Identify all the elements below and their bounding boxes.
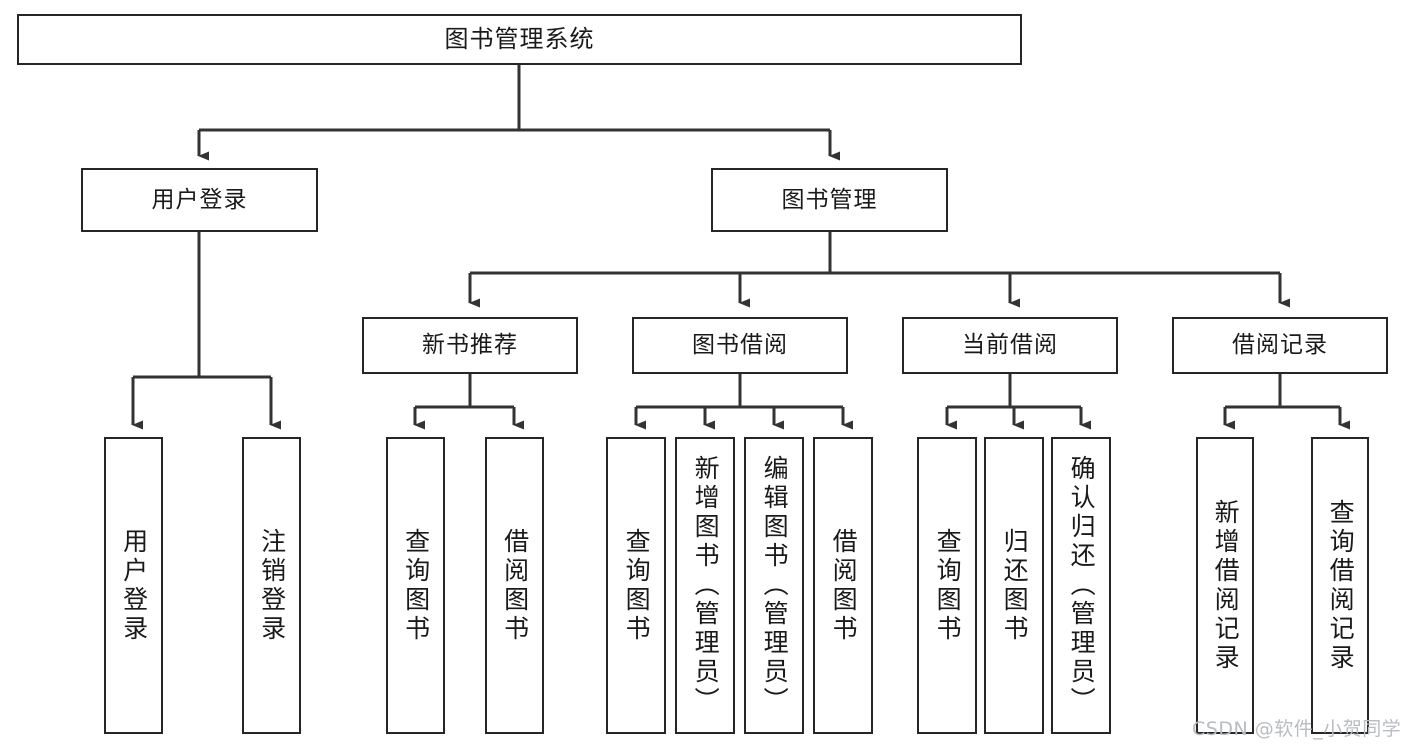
node-label: 新书推荐 bbox=[422, 332, 518, 359]
node-label: 新增借阅记录 bbox=[1211, 498, 1241, 673]
node-book-management[interactable]: 图书管理 bbox=[711, 168, 948, 232]
node-current-borrow[interactable]: 当前借阅 bbox=[902, 317, 1118, 374]
node-new-book-recommend[interactable]: 新书推荐 bbox=[362, 317, 578, 374]
node-label: 用户登录 bbox=[119, 527, 149, 644]
node-label: 图书借阅 bbox=[692, 332, 788, 359]
leaf-book-borrow-edit-book-admin[interactable]: 编辑图书（管理员） bbox=[744, 437, 804, 734]
node-label: 查询图书 bbox=[622, 527, 652, 644]
leaf-new-book-query-book[interactable]: 查询图书 bbox=[386, 437, 445, 734]
node-label: 查询图书 bbox=[401, 527, 431, 644]
leaf-current-borrow-return-book[interactable]: 归还图书 bbox=[984, 437, 1044, 734]
node-borrow-records[interactable]: 借阅记录 bbox=[1172, 317, 1388, 374]
node-label: 确认归还（管理员） bbox=[1067, 455, 1097, 716]
leaf-current-borrow-confirm-return-admin[interactable]: 确认归还（管理员） bbox=[1051, 437, 1111, 734]
node-label: 图书管理 bbox=[781, 186, 878, 213]
leaf-user-login-login[interactable]: 用户登录 bbox=[104, 437, 163, 734]
leaf-current-borrow-query-book[interactable]: 查询图书 bbox=[917, 437, 977, 734]
leaf-borrow-records-query-record[interactable]: 查询借阅记录 bbox=[1311, 437, 1369, 734]
node-label: 归还图书 bbox=[1000, 527, 1030, 644]
node-label: 新增图书（管理员） bbox=[691, 455, 721, 716]
leaf-new-book-borrow-book[interactable]: 借阅图书 bbox=[485, 437, 544, 734]
node-label: 用户登录 bbox=[151, 186, 248, 213]
node-label: 图书管理系统 bbox=[444, 24, 595, 53]
node-user-login[interactable]: 用户登录 bbox=[81, 168, 318, 232]
node-label: 注销登录 bbox=[257, 527, 287, 644]
leaf-user-login-logout[interactable]: 注销登录 bbox=[242, 437, 301, 734]
node-root-book-management-system[interactable]: 图书管理系统 bbox=[17, 14, 1022, 65]
node-book-borrow[interactable]: 图书借阅 bbox=[632, 317, 848, 374]
node-label: 借阅记录 bbox=[1232, 332, 1328, 359]
leaf-book-borrow-query-book[interactable]: 查询图书 bbox=[606, 437, 666, 734]
leaf-book-borrow-add-book-admin[interactable]: 新增图书（管理员） bbox=[675, 437, 735, 734]
node-label: 当前借阅 bbox=[962, 332, 1058, 359]
node-label: 查询图书 bbox=[933, 527, 963, 644]
node-label: 借阅图书 bbox=[500, 527, 530, 644]
csdn-watermark: CSDN @软件_小贺同学 bbox=[1192, 718, 1402, 740]
node-label: 编辑图书（管理员） bbox=[760, 455, 790, 716]
leaf-book-borrow-borrow-book[interactable]: 借阅图书 bbox=[813, 437, 873, 734]
leaf-borrow-records-add-record[interactable]: 新增借阅记录 bbox=[1196, 437, 1254, 734]
node-label: 借阅图书 bbox=[829, 527, 859, 644]
node-label: 查询借阅记录 bbox=[1326, 498, 1356, 673]
